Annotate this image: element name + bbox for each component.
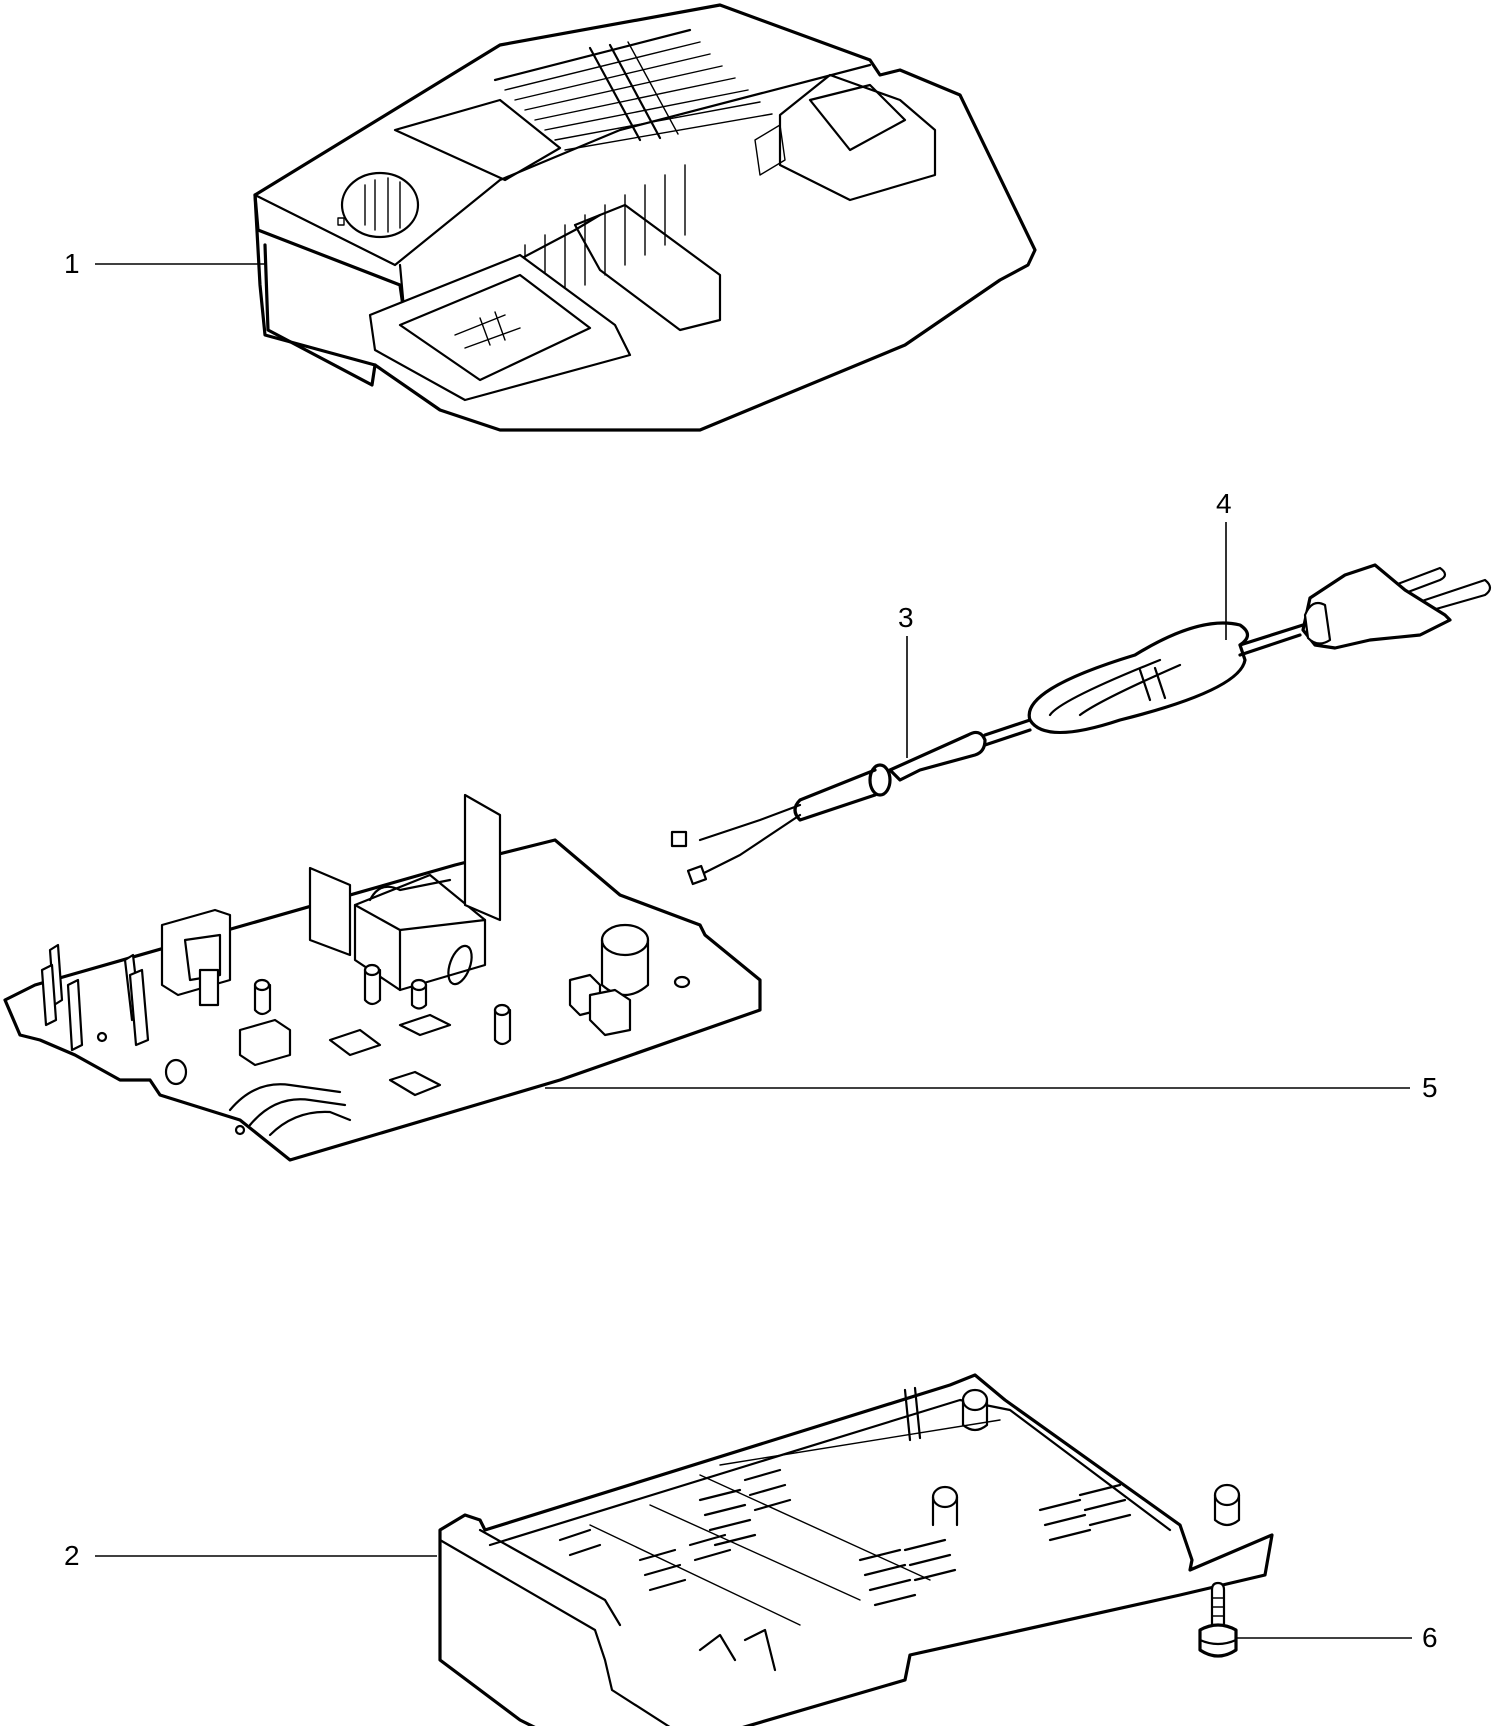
part-4-power-cord (983, 563, 1492, 747)
callout-label-3: 3 (898, 602, 914, 633)
part-2-base-plate (438, 1373, 1274, 1726)
callout-label-5: 5 (1422, 1072, 1438, 1103)
callout-label-2: 2 (64, 1540, 80, 1571)
part-3-grommet (670, 730, 987, 886)
callout-label-4: 4 (1216, 488, 1232, 519)
part-1-upper-housing (253, 3, 1037, 432)
part-6-screw (1198, 1581, 1238, 1658)
part-5-pcb (3, 793, 762, 1162)
callout-label-1: 1 (64, 248, 80, 279)
callout-label-6: 6 (1422, 1622, 1438, 1653)
